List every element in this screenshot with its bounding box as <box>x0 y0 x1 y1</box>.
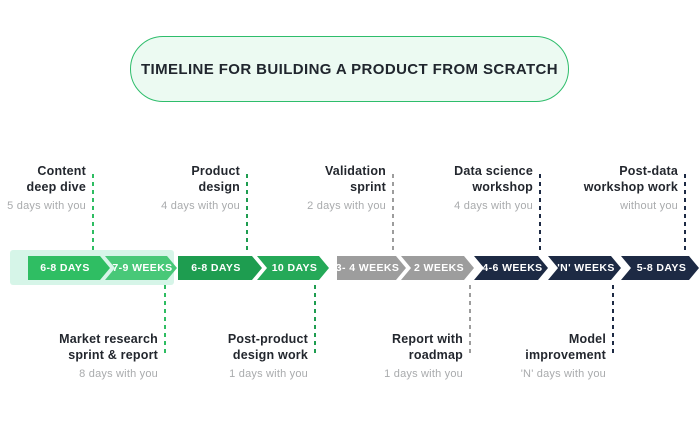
milestone-post-product-design-work: Post-product design work 1 days with you <box>148 331 308 380</box>
milestone-model-improvement: Model improvement 'N' days with you <box>446 331 606 380</box>
milestone-title: Post-product design work <box>227 332 308 362</box>
timeline-segment: 2 WEEKS <box>401 256 474 280</box>
milestone-subtitle: 4 days with you <box>161 200 240 212</box>
milestone-title: Content deep dive <box>26 164 86 194</box>
milestone-content-deep-dive: Content deep dive 5 days with you <box>0 163 86 212</box>
milestone-title: Validation sprint <box>324 164 386 194</box>
milestone-title: Post-data workshop work <box>583 164 678 194</box>
milestone-product-design: Product design 4 days with you <box>80 163 240 212</box>
milestone-subtitle: 1 days with you <box>384 368 463 380</box>
milestone-title: Market research sprint & report <box>59 332 158 362</box>
timeline-segment: 5-8 DAYS <box>621 256 699 280</box>
timeline-segment: 7-9 WEEKS <box>105 256 177 280</box>
milestone-report-with-roadmap: Report with roadmap 1 days with you <box>303 331 463 380</box>
title-pill: TIMELINE FOR BUILDING A PRODUCT FROM SCR… <box>130 36 569 102</box>
milestone-title: Report with roadmap <box>392 332 463 362</box>
milestone-title: Product design <box>191 164 240 194</box>
connector-line <box>684 174 686 253</box>
timeline-segment: 6-8 DAYS <box>28 256 110 280</box>
page-title: TIMELINE FOR BUILDING A PRODUCT FROM SCR… <box>140 60 559 78</box>
milestone-subtitle: 5 days with you <box>7 200 86 212</box>
milestone-validation-sprint: Validation sprint 2 days with you <box>226 163 386 212</box>
milestone-market-research: Market research sprint & report 8 days w… <box>0 331 158 380</box>
timeline-segment: 6-8 DAYS <box>178 256 262 280</box>
milestone-title: Model improvement <box>525 332 606 362</box>
timeline-segment: 3- 4 WEEKS <box>337 256 406 280</box>
timeline-segment: 'N' WEEKS <box>548 256 621 280</box>
milestone-subtitle: without you <box>620 200 678 212</box>
connector-line <box>246 174 248 253</box>
milestone-subtitle: 2 days with you <box>307 200 386 212</box>
milestone-data-science-workshop: Data science workshop 4 days with you <box>373 163 533 212</box>
timeline-segment: 10 DAYS <box>257 256 329 280</box>
milestone-subtitle: 1 days with you <box>229 368 308 380</box>
connector-line <box>92 174 94 253</box>
milestone-subtitle: 'N' days with you <box>520 368 606 380</box>
timeline-segment: 4-6 WEEKS <box>474 256 548 280</box>
connector-line <box>469 285 471 355</box>
connector-line <box>539 174 541 253</box>
connector-line <box>314 285 316 355</box>
milestone-post-data-workshop-work: Post-data workshop work without you <box>518 163 678 212</box>
milestone-subtitle: 8 days with you <box>79 368 158 380</box>
connector-line <box>164 285 166 355</box>
connector-line <box>612 285 614 355</box>
milestone-subtitle: 4 days with you <box>454 200 533 212</box>
milestone-title: Data science workshop <box>454 164 533 194</box>
connector-line <box>392 174 394 253</box>
